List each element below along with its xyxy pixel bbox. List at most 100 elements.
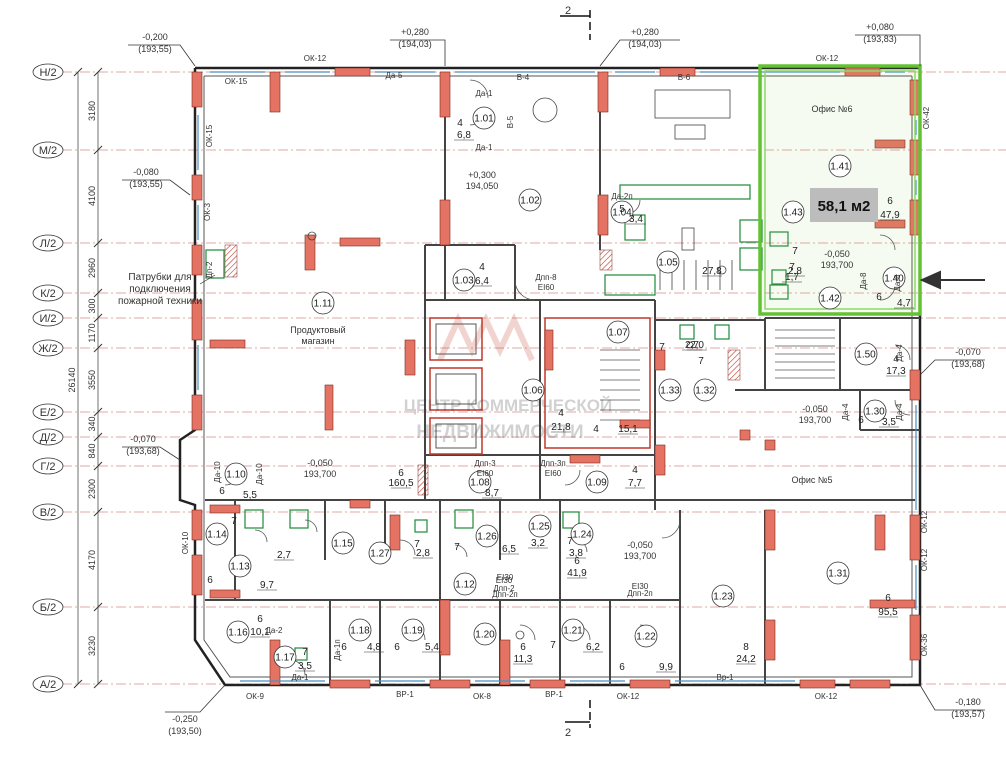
room-number: 1.19 <box>403 626 423 637</box>
room-number: 1.42 <box>820 294 840 305</box>
room-number: 1.09 <box>587 478 607 489</box>
vent-shafts <box>224 244 741 496</box>
axis-bubble: М/2 <box>32 141 64 159</box>
room-area: 6,4 <box>475 276 489 287</box>
elevation-abs: (193,50) <box>168 726 202 736</box>
elevation-level: -0,250 <box>172 714 198 724</box>
axis-label: К/2 <box>40 288 56 300</box>
element-mark: Да-5 <box>386 71 404 80</box>
element-mark: Да-1 <box>476 143 494 152</box>
room-circle <box>585 470 609 494</box>
element-mark: EI60 <box>538 283 555 292</box>
room-area: 10,1 <box>250 627 270 638</box>
room-circle <box>828 154 852 178</box>
room-circle <box>472 106 496 130</box>
axis-label: М/2 <box>39 145 57 157</box>
room-label[interactable]: 1.02 <box>518 188 542 212</box>
room-circle <box>658 378 682 402</box>
room-circle <box>331 531 355 555</box>
elevation-level: +0,280 <box>401 27 429 37</box>
room-area: 6,5 <box>502 544 516 555</box>
elevator-shafts-inner <box>435 323 477 449</box>
dimension-value: 300 <box>87 298 97 313</box>
room-category: 5 <box>619 204 625 215</box>
element-mark: Да-8 <box>893 274 902 292</box>
element-mark: ОК-15 <box>225 77 248 86</box>
room-number: 1.11 <box>314 299 333 310</box>
dimension-value: 1170 <box>87 323 97 342</box>
room-circle <box>818 286 842 310</box>
room-area: 4,8 <box>367 642 381 653</box>
dimension-value: 2960 <box>87 258 97 278</box>
element-mark: EI30 <box>496 576 513 585</box>
room-number: 1.40 <box>884 274 904 285</box>
dimension-value: 840 <box>87 443 97 458</box>
elevation-level: -0,070 <box>955 347 981 357</box>
room-label[interactable]: 1.088,7 <box>468 470 502 499</box>
room-area: 41,9 <box>567 568 587 579</box>
room-number: 1.22 <box>636 632 656 643</box>
element-mark: Да-4 <box>841 403 850 421</box>
exterior-walls-inner <box>203 75 913 678</box>
room-number: 1.04 <box>612 208 632 219</box>
room-number: 1.26 <box>477 532 497 543</box>
floor-level: -0,050 <box>307 458 333 468</box>
element-mark: Да-4 <box>895 403 904 421</box>
element-mark: EI60 <box>545 469 562 478</box>
room-number: 1.25 <box>530 522 550 533</box>
floor-level-abs: 193,700 <box>799 415 832 425</box>
room-circle <box>452 268 476 292</box>
elevation-level: +0,280 <box>631 27 659 37</box>
room-area: 15,1 <box>618 424 638 435</box>
elevation-abs: (194,03) <box>398 39 432 49</box>
section-label: 2 <box>565 5 571 17</box>
room-circle <box>348 618 372 642</box>
room-label[interactable]: 1.15 <box>331 531 355 555</box>
room-label[interactable]: 1.253,2 <box>528 514 552 549</box>
element-mark: Да-10 <box>213 461 222 483</box>
sanitary-fixtures <box>205 184 789 661</box>
room-area: 2,7 <box>685 340 699 351</box>
element-marks: ОК-12ОК-15ОК-42ОК-12ОК-3ОК-15ОК-10ОК-12О… <box>181 54 931 701</box>
axis-bubble: В/2 <box>32 503 64 521</box>
axis-bubble: Е/2 <box>32 403 64 421</box>
axis-bubble: Л/2 <box>32 234 64 252</box>
room-number: 1.08 <box>470 478 490 489</box>
room-number: 1.15 <box>333 539 353 550</box>
axis-bubble: И/2 <box>32 309 64 327</box>
element-mark: Дп-2 <box>205 261 214 278</box>
